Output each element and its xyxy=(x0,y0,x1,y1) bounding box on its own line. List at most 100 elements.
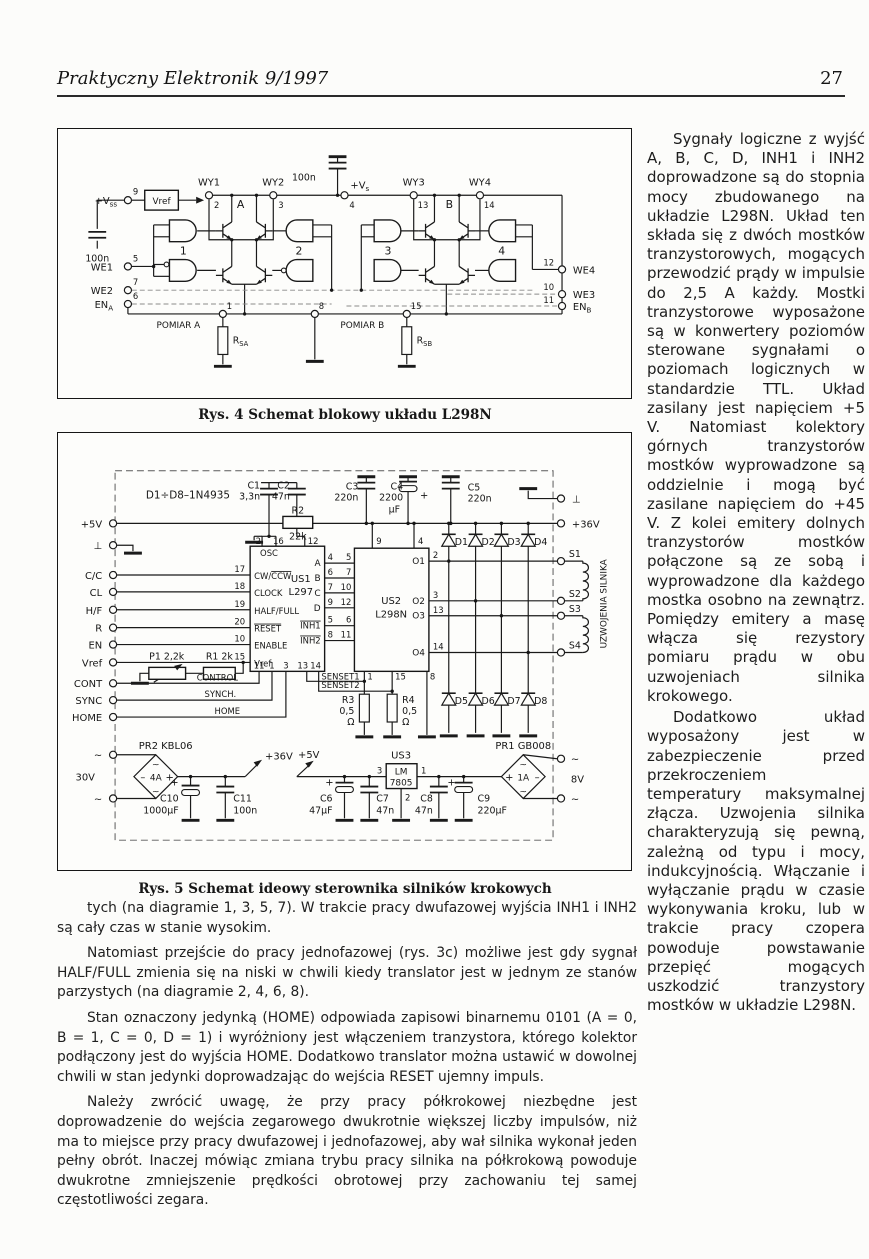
svg-text:Vref: Vref xyxy=(152,197,171,207)
svg-text:3: 3 xyxy=(377,766,382,776)
svg-text:WE3: WE3 xyxy=(573,290,595,301)
svg-text:C3: C3 xyxy=(346,482,359,493)
svg-text:–: – xyxy=(140,773,145,784)
svg-text:HALF/FULL: HALF/FULL xyxy=(254,606,299,616)
svg-text:10: 10 xyxy=(341,582,352,592)
svg-text:ENABLE: ENABLE xyxy=(254,641,287,651)
svg-text:+36V: +36V xyxy=(265,752,293,763)
svg-text:12: 12 xyxy=(341,597,352,607)
svg-text:D4: D4 xyxy=(534,537,547,548)
svg-text:~: ~ xyxy=(152,788,159,798)
svg-text:1A: 1A xyxy=(517,774,530,784)
svg-text:C8: C8 xyxy=(420,793,433,804)
svg-text:US1: US1 xyxy=(291,574,311,585)
svg-text:POMIAR A: POMIAR A xyxy=(156,321,200,331)
vref-block xyxy=(144,189,180,211)
svg-text:Vref: Vref xyxy=(82,658,103,669)
svg-text:8V: 8V xyxy=(571,775,584,786)
svg-text:B: B xyxy=(446,198,453,211)
svg-text:1000µF: 1000µF xyxy=(143,805,178,816)
svg-text:R2: R2 xyxy=(292,505,305,516)
svg-text:CW/CCW: CW/CCW xyxy=(254,571,292,581)
svg-text:CONTROL: CONTROL xyxy=(197,672,239,682)
svg-text:+Vss: +Vss xyxy=(95,196,118,209)
svg-text:4A: 4A xyxy=(150,774,163,784)
article-paragraph: tych (na diagramie 1, 3, 5, 7). W trakci… xyxy=(57,900,637,936)
svg-text:O2: O2 xyxy=(412,597,425,607)
svg-text:D1÷D8–1N4935: D1÷D8–1N4935 xyxy=(146,490,230,502)
svg-text:H/F: H/F xyxy=(86,606,103,617)
svg-text:D5: D5 xyxy=(455,696,468,707)
svg-text:C/C: C/C xyxy=(85,571,102,582)
sidebar-paragraph: Dodatkowo układ wyposażony jest w zabezp… xyxy=(647,708,865,1015)
svg-text:8: 8 xyxy=(328,630,333,640)
us1-l297-chip xyxy=(249,545,326,673)
svg-text:2200: 2200 xyxy=(379,493,403,504)
svg-text:11: 11 xyxy=(543,295,554,305)
svg-text:C11: C11 xyxy=(233,793,252,804)
svg-text:HOME: HOME xyxy=(214,706,240,716)
svg-text:6: 6 xyxy=(133,291,138,301)
svg-text:12: 12 xyxy=(308,536,319,546)
svg-text:C9: C9 xyxy=(478,793,491,804)
svg-text:3: 3 xyxy=(385,245,392,258)
svg-text:D: D xyxy=(314,604,321,614)
svg-text:1: 1 xyxy=(367,671,372,681)
svg-text:WY4: WY4 xyxy=(469,177,491,188)
svg-text:11: 11 xyxy=(254,660,265,670)
svg-text:R1 2k: R1 2k xyxy=(206,651,234,662)
svg-text:RSA: RSA xyxy=(233,336,249,349)
svg-text:4: 4 xyxy=(418,536,423,546)
svg-text:WE2: WE2 xyxy=(91,286,113,297)
svg-text:D2: D2 xyxy=(482,537,495,548)
svg-text:1: 1 xyxy=(227,301,232,311)
svg-text:Vref: Vref xyxy=(254,658,272,668)
svg-text:2: 2 xyxy=(296,245,303,258)
svg-text:Ω: Ω xyxy=(347,717,354,728)
svg-text:0,5: 0,5 xyxy=(402,706,417,717)
svg-text:LM: LM xyxy=(395,768,408,778)
svg-text:~: ~ xyxy=(520,761,527,771)
svg-text:18: 18 xyxy=(234,581,245,591)
svg-text:D7: D7 xyxy=(507,696,520,707)
svg-text:4: 4 xyxy=(349,200,354,210)
svg-text:⊥: ⊥ xyxy=(94,541,103,552)
svg-text:SYNC: SYNC xyxy=(75,696,102,707)
svg-text:10: 10 xyxy=(543,282,554,292)
article-paragraph: Stan oznaczony jedynką (HOME) odpowiada … xyxy=(57,1009,637,1085)
svg-text:S1: S1 xyxy=(569,549,581,560)
svg-text:CLOCK: CLOCK xyxy=(254,588,283,598)
us3-7805-regulator xyxy=(385,763,418,790)
svg-text:6: 6 xyxy=(328,567,333,577)
fig4-junctions xyxy=(151,193,461,316)
svg-text:SYNCH.: SYNCH. xyxy=(205,689,237,699)
svg-text:15: 15 xyxy=(411,301,422,311)
svg-text:0,5: 0,5 xyxy=(339,706,354,717)
svg-text:2: 2 xyxy=(433,550,438,560)
svg-text:7: 7 xyxy=(133,277,138,287)
journal-title: Praktyczny Elektronik 9/1997 xyxy=(57,68,329,89)
svg-text:R3: R3 xyxy=(342,695,355,706)
svg-text:6: 6 xyxy=(346,615,351,625)
svg-text:INH1: INH1 xyxy=(300,621,321,631)
svg-text:D6: D6 xyxy=(482,696,495,707)
svg-text:S4: S4 xyxy=(569,641,581,652)
svg-text:RESET: RESET xyxy=(254,624,282,634)
svg-text:~: ~ xyxy=(571,755,579,766)
svg-text:47n: 47n xyxy=(376,805,394,816)
svg-text:C2: C2 xyxy=(277,481,290,492)
svg-text:220µF: 220µF xyxy=(478,805,507,816)
svg-text:B: B xyxy=(315,574,321,584)
page-header: Praktyczny Elektronik 9/1997 27 xyxy=(57,68,845,92)
us2-l298n-chip xyxy=(353,547,430,673)
svg-text:7805: 7805 xyxy=(390,779,413,789)
figure-4-caption: Rys. 4 Schemat blokowy układu L298N xyxy=(198,407,492,423)
svg-text:S2: S2 xyxy=(569,589,581,600)
svg-text:+: + xyxy=(166,773,174,784)
svg-text:WY3: WY3 xyxy=(403,177,425,188)
svg-text:17: 17 xyxy=(234,564,245,574)
svg-text:C5: C5 xyxy=(468,483,481,494)
svg-text:9: 9 xyxy=(328,597,333,607)
svg-text:+: + xyxy=(170,778,178,789)
